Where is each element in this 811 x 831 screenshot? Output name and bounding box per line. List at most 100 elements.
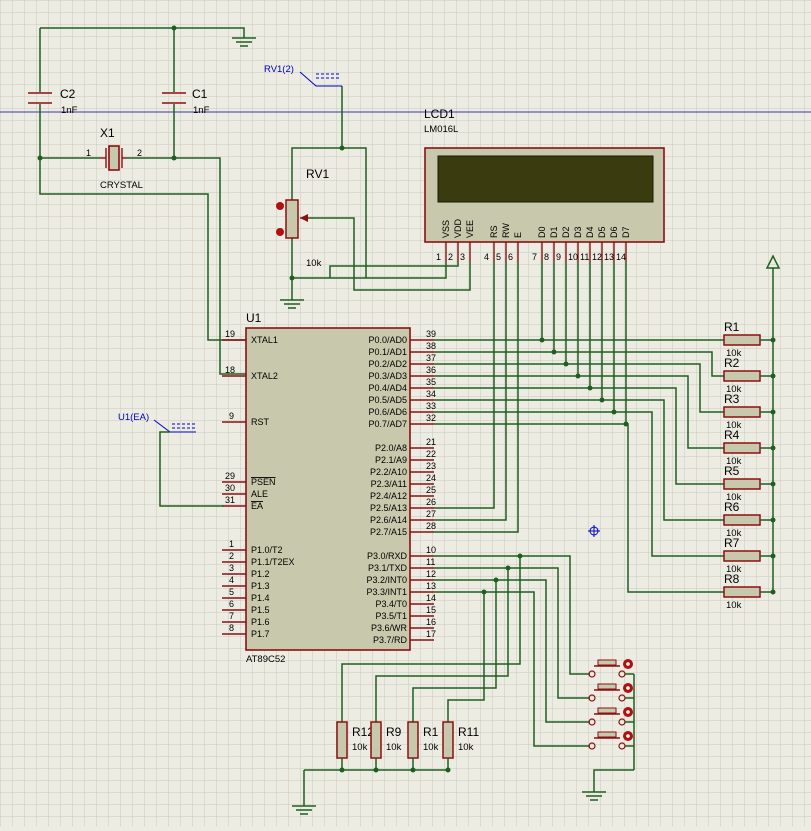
u1-left-pin-name: XTAL2 xyxy=(251,371,278,381)
pullup-ref: R2 xyxy=(724,356,740,370)
pulldown-ref: R9 xyxy=(386,725,402,739)
potentiometer-rv1[interactable]: RV1 10k RV1(2) xyxy=(264,64,471,309)
pullup-resistor[interactable] xyxy=(723,442,761,454)
c2-value: 1nF xyxy=(61,105,78,116)
x1-type: CRYSTAL xyxy=(100,180,143,191)
pullup-value: 10k xyxy=(726,348,742,359)
lcd-pin-name: D7 xyxy=(621,226,631,238)
u1-right-pin-name: P2.2/A10 xyxy=(370,467,407,477)
u1-right-pin-number: 14 xyxy=(426,593,436,603)
u1-right-pin-number: 13 xyxy=(426,581,436,591)
pullup-resistor[interactable] xyxy=(723,550,761,562)
pullup-value: 10k xyxy=(726,492,742,503)
pulldown-ref: R1 xyxy=(423,725,439,739)
u1-left-pin-name: P1.1/T2EX xyxy=(251,557,295,567)
pulldown-value: 10k xyxy=(458,742,474,753)
u1-right-pin-name: P2.1/A9 xyxy=(375,455,407,465)
u1-right-pin-number: 32 xyxy=(426,413,436,423)
u1-right-pin-number: 15 xyxy=(426,605,436,615)
lcd-lm016l[interactable]: LCD1 LM016L VSS1VDD2VEE3RS4RW5E6D07D18D2… xyxy=(424,107,665,262)
pulldown-resistor[interactable] xyxy=(407,721,419,759)
u1-ref: U1 xyxy=(246,311,262,325)
u1-right-pin-number: 37 xyxy=(426,353,436,363)
lcd-pin-name: VDD xyxy=(453,218,463,238)
lcd-pin-name: RW xyxy=(501,223,511,238)
u1-left-pin-number: 2 xyxy=(229,551,234,561)
u1-right-pin-name: P2.4/A12 xyxy=(370,491,407,501)
u1-right-pin-name: P3.5/T1 xyxy=(375,611,407,621)
u1-left-pin-name: P1.6 xyxy=(251,617,270,627)
crystal-x1[interactable]: X1 1 2 CRYSTAL xyxy=(86,126,143,191)
pullup-resistor[interactable] xyxy=(723,334,761,346)
pushbutton-array[interactable] xyxy=(580,659,635,801)
u1-left-pin-name: P1.7 xyxy=(251,629,270,639)
u1-right-pin-name: P2.7/A15 xyxy=(370,527,407,537)
pulldown-resistor[interactable] xyxy=(442,721,454,759)
u1-probe-label: U1(EA) xyxy=(118,412,149,423)
pullup-value: 10k xyxy=(726,456,742,467)
lcd-pin-number: 3 xyxy=(460,252,465,262)
pulldown-resistor[interactable] xyxy=(370,721,382,759)
u1-right-pin-name: P3.0/RXD xyxy=(367,551,408,561)
u1-left-pin-name: EA xyxy=(251,501,263,511)
lcd-pin-name: D2 xyxy=(561,226,571,238)
pullup-ref: R8 xyxy=(724,572,740,586)
u1-left-pin-name: RST xyxy=(251,417,270,427)
c1-ref: C1 xyxy=(192,87,208,101)
lcd-pin-number: 2 xyxy=(448,252,453,262)
pullup-resistor[interactable] xyxy=(723,514,761,526)
mcu-at89c52[interactable]: U1 AT89C52 XTAL119XTAL218RST9PSEN29ALE30… xyxy=(118,311,436,665)
u1-left-pin-number: 31 xyxy=(225,495,235,505)
u1-left-pin-number: 4 xyxy=(229,575,234,585)
lcd-pin-name: RS xyxy=(489,225,499,238)
u1-right-pin-number: 24 xyxy=(426,473,436,483)
u1-left-pin-name: P1.5 xyxy=(251,605,270,615)
lcd-pin-number: 9 xyxy=(556,252,561,262)
pulldown-value: 10k xyxy=(386,742,402,753)
pullup-ref: R3 xyxy=(724,392,740,406)
u1-right-pin-number: 28 xyxy=(426,521,436,531)
pullup-resistor[interactable] xyxy=(723,586,761,598)
u1-right-pin-name: P2.6/A14 xyxy=(370,515,407,525)
lcd-pin-number: 12 xyxy=(592,252,602,262)
lcd-pin-number: 8 xyxy=(544,252,549,262)
x1-pin2: 2 xyxy=(137,148,142,158)
pullup-ref: R4 xyxy=(724,428,740,442)
u1-right-pin-name: P2.0/A8 xyxy=(375,443,407,453)
pullup-ref: R1 xyxy=(724,320,740,334)
pulldown-ref: R11 xyxy=(458,725,479,739)
pulldown-value: 10k xyxy=(352,742,368,753)
pulldown-resistor[interactable] xyxy=(336,721,348,759)
lcd-model: LM016L xyxy=(424,124,458,135)
u1-right-pin-name: P3.2/INT0 xyxy=(366,575,407,585)
bottom-resistor-bank[interactable]: R12 10k R9 10k R1 10k R11 10k xyxy=(336,721,479,770)
pulldown-ref: R12 xyxy=(352,725,374,739)
pullup-resistor[interactable] xyxy=(723,370,761,382)
pulldown-value: 10k xyxy=(423,742,439,753)
lcd-pin-number: 6 xyxy=(508,252,513,262)
u1-right-pin-number: 35 xyxy=(426,377,436,387)
u1-right-pin-name: P0.6/AD6 xyxy=(368,407,407,417)
u1-left-pin-number: 30 xyxy=(225,483,235,493)
capacitor-c1[interactable]: C1 1nF xyxy=(162,87,210,116)
u1-left-pin-number: 8 xyxy=(229,623,234,633)
pullup-value: 10k xyxy=(726,564,742,575)
u1-right-pin-name: P3.4/T0 xyxy=(375,599,407,609)
u1-right-pin-number: 33 xyxy=(426,401,436,411)
lcd-pin-number: 11 xyxy=(580,252,589,262)
lcd-pin-name: E xyxy=(513,232,523,238)
u1-right-pin-number: 10 xyxy=(426,545,436,555)
pullup-resistor[interactable] xyxy=(723,406,761,418)
u1-right-pin-name: P2.3/A11 xyxy=(371,479,407,489)
u1-model: AT89C52 xyxy=(246,654,285,665)
capacitor-c2[interactable]: C2 1nF xyxy=(28,87,78,116)
u1-right-pin-name: P0.3/AD3 xyxy=(368,371,407,381)
pullup-ref: R5 xyxy=(724,464,740,478)
u1-right-pin-number: 27 xyxy=(426,509,436,519)
lcd-pin-number: 5 xyxy=(496,252,501,262)
pullup-resistor[interactable] xyxy=(723,478,761,490)
lcd-screen xyxy=(437,155,654,203)
